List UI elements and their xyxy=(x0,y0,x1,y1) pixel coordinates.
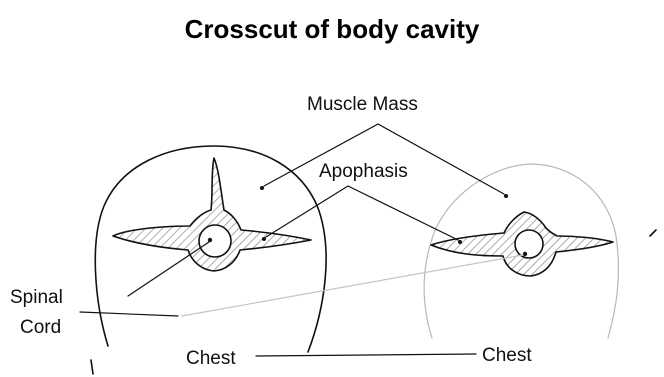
apophasis-leader-left xyxy=(266,186,348,237)
spinal-cord-leader-left xyxy=(128,242,209,296)
muscle-mass-leader-right xyxy=(378,124,504,194)
apophasis-leader-right xyxy=(348,186,458,240)
label-apophasis: Apophasis xyxy=(319,161,408,182)
spinal-cord-leader-bracket xyxy=(80,312,178,316)
left-muscle-mass-dot xyxy=(260,186,264,190)
left-spinal-canal xyxy=(199,225,231,257)
left-apophasis-dot xyxy=(262,237,266,241)
right-apophasis-dot xyxy=(458,240,462,244)
chest-leader xyxy=(256,354,476,356)
left-cross-section xyxy=(95,146,326,352)
label-chest-right: Chest xyxy=(482,345,532,366)
right-muscle-mass-dot xyxy=(504,194,508,198)
right-spinal-canal xyxy=(515,230,543,258)
stray-stroke-right xyxy=(650,230,656,236)
right-spinal-cord-dot xyxy=(523,252,527,256)
stray-stroke-bottom xyxy=(91,360,93,374)
label-muscle-mass: Muscle Mass xyxy=(307,94,418,115)
right-cross-section xyxy=(424,164,618,338)
label-cord: Cord xyxy=(20,317,61,338)
label-spinal: Spinal xyxy=(10,287,63,308)
spinal-cord-leader-right xyxy=(182,255,523,316)
label-chest-left: Chest xyxy=(186,348,236,369)
diagram-title: Crosscut of body cavity xyxy=(185,14,480,44)
left-spinal-cord-dot xyxy=(208,238,212,242)
